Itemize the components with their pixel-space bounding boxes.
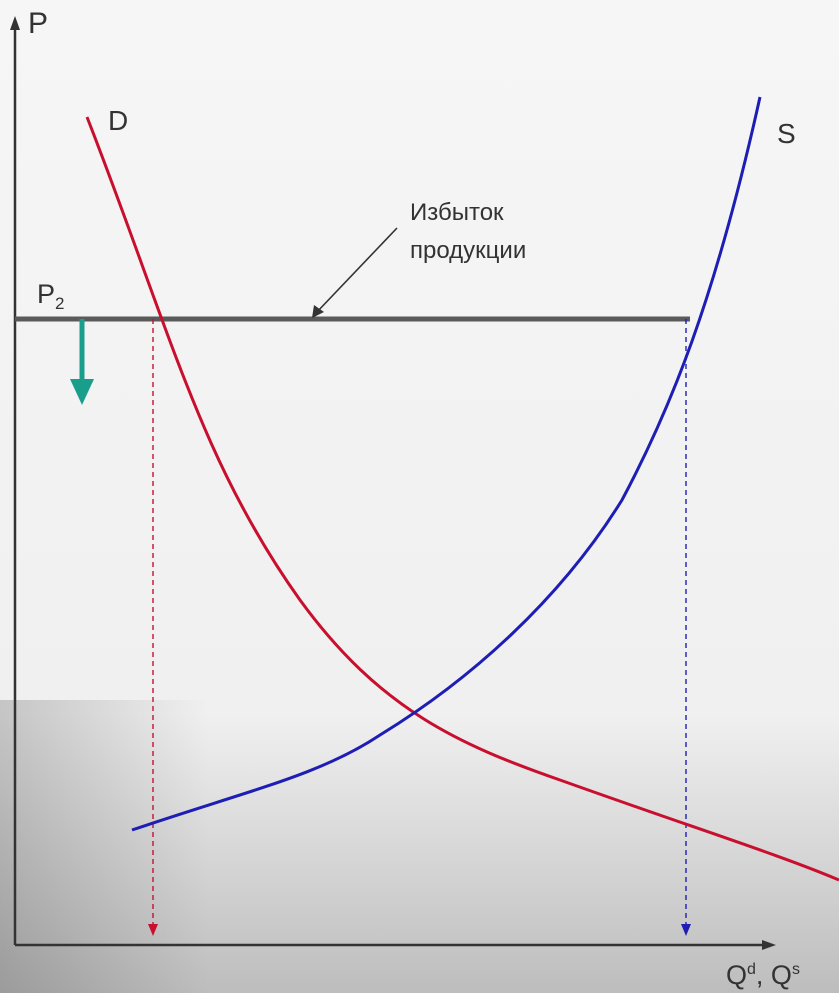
price-label-subscript: 2 [55,294,64,313]
x-label-sup2: s [792,961,800,978]
annotation-line1: Избыток [410,199,504,226]
y-axis-label: P [28,7,48,40]
supply-curve [131,96,762,832]
y-axis-arrowhead [10,16,20,30]
price-label-p2: P2 [37,279,64,313]
demand-label: D [108,105,128,136]
x-axis-arrowhead [762,940,776,950]
supply-drop-arrowhead [681,924,691,936]
x-axis-label: Qd, Qs [726,960,800,990]
price-decrease-arrow-icon [70,379,94,405]
annotation-pointer-line [315,227,398,314]
demand-drop-arrowhead [148,924,158,936]
x-label-sep: , Q [756,960,792,990]
x-label-sup1: d [747,961,756,978]
x-label-main: Q [726,960,747,990]
supply-label: S [777,118,796,149]
demand-curve [85,116,839,882]
annotation-line2: продукции [410,237,526,264]
annotation-pointer-arrowhead [312,305,324,318]
price-label-main: P [37,279,55,309]
background-shade [0,700,839,993]
